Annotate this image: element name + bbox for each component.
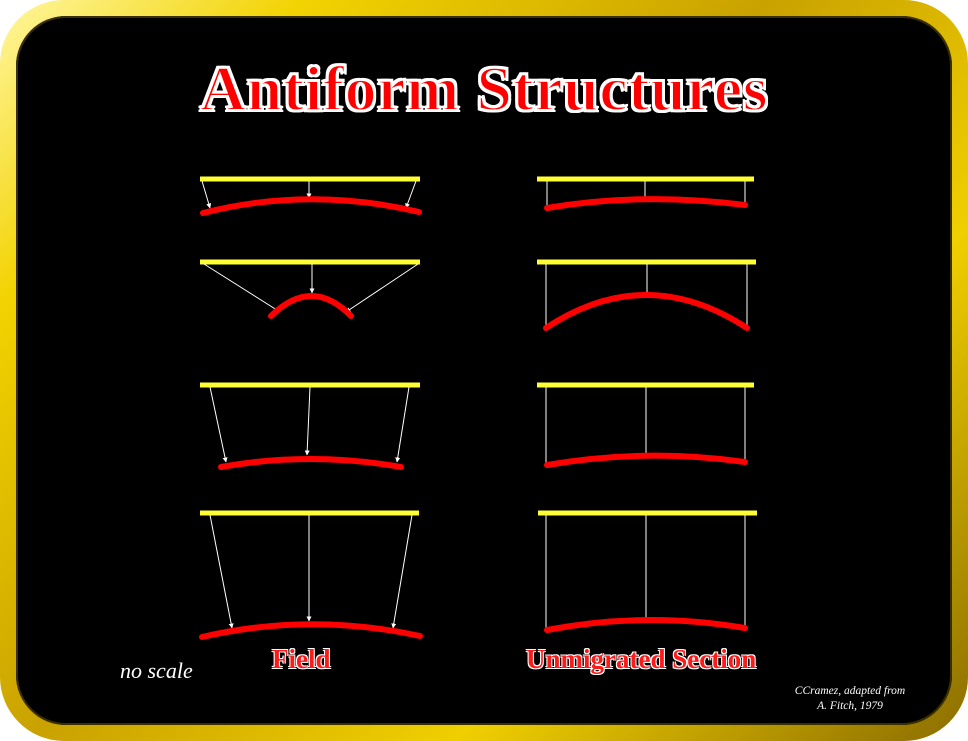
section-row-3 <box>537 382 754 468</box>
section-row-1 <box>537 176 754 211</box>
field-row-1 <box>200 176 422 216</box>
ray <box>201 180 212 209</box>
reflector <box>544 616 748 633</box>
unmigrated-section-label: Unmigrated Section <box>526 644 757 674</box>
ray <box>304 386 311 456</box>
reflector <box>544 196 748 211</box>
field-row-4 <box>199 510 423 640</box>
credit-line-1: CCramez, adapted from <box>794 685 906 697</box>
reflector <box>544 452 748 468</box>
reflector <box>543 292 750 331</box>
reflector <box>199 621 423 640</box>
no-scale-note: no scale <box>120 658 193 683</box>
field-row-3 <box>200 382 420 470</box>
ray <box>209 514 234 629</box>
ray <box>395 386 410 463</box>
ray <box>345 263 419 313</box>
section-row-4 <box>538 510 757 633</box>
ray <box>203 263 281 313</box>
reflector <box>218 456 404 470</box>
reflector <box>268 293 354 319</box>
credit-note: CCramez, adapted from A. Fitch, 1979 <box>760 684 940 714</box>
credit-line-2: A. Fitch, 1979 <box>817 700 883 712</box>
ray <box>405 180 417 209</box>
reflector <box>200 196 422 216</box>
ray <box>391 514 413 629</box>
black-slide-panel <box>16 16 952 725</box>
field-label: Field <box>272 644 331 674</box>
section-row-2 <box>537 259 756 331</box>
slide-title: Antiform Structures <box>199 52 769 125</box>
ray <box>209 386 228 463</box>
field-row-2 <box>200 259 420 319</box>
